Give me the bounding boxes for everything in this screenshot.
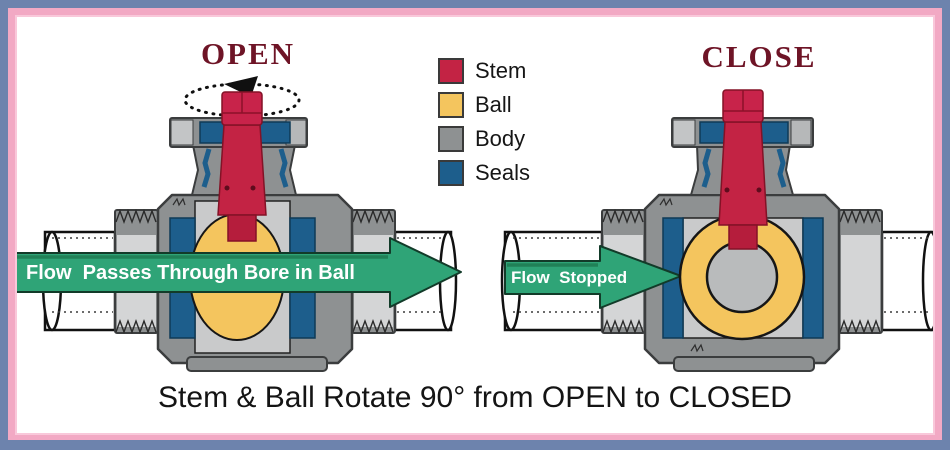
- flow-label-open: Flow Passes Through Bore in Ball: [26, 262, 355, 284]
- flow-arrow-close: Flow Stopped: [504, 245, 682, 309]
- ball-color-swatch: [438, 92, 464, 118]
- open-title: OPEN: [200, 36, 296, 71]
- legend-label: Ball: [475, 92, 512, 117]
- open-valve-diagram: Flow Passes Through Bore in Ball: [11, 76, 462, 372]
- body-color-swatch: [438, 126, 464, 152]
- caption: Stem & Ball Rotate 90° from OPEN to CLOS…: [158, 381, 792, 414]
- pipe-centerlines: [52, 237, 445, 313]
- legend-item-body: Body: [438, 126, 530, 152]
- stem-color-swatch: [438, 58, 464, 84]
- legend-item-seals: Seals: [438, 160, 530, 186]
- close-valve-diagram: Flow Stopped: [500, 89, 941, 372]
- close-title: CLOSE: [701, 39, 817, 74]
- pipe-right-close: [880, 230, 941, 332]
- stem-open: [217, 91, 267, 242]
- legend-item-stem: Stem: [438, 58, 530, 84]
- legend: Stem Ball Body Seals: [438, 58, 530, 186]
- stem-close: [718, 89, 768, 250]
- flow-arrow-open: Flow Passes Through Bore in Ball: [11, 237, 462, 308]
- seals-color-swatch: [438, 160, 464, 186]
- legend-label: Stem: [475, 58, 527, 83]
- legend-label: Body: [475, 126, 526, 151]
- pipe-centerlines: [513, 237, 928, 313]
- legend-label: Seals: [475, 160, 531, 185]
- legend-item-ball: Ball: [438, 92, 530, 118]
- flow-label-close: Flow Stopped: [511, 268, 627, 287]
